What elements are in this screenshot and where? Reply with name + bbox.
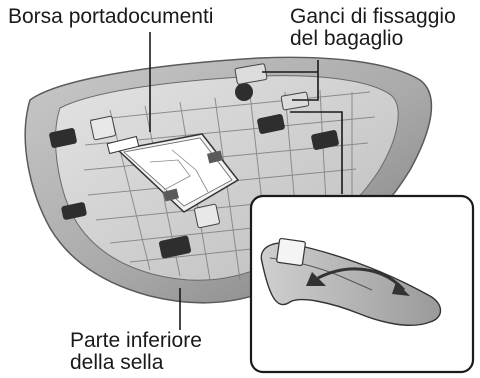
label-seat-underside-line2: della sella <box>70 351 164 374</box>
label-luggage-hooks-line1: Ganci di fissaggio <box>290 5 456 28</box>
document-pouch <box>106 133 240 213</box>
leader-lines <box>149 32 343 330</box>
label-seat-underside: Parte inferiore della sella <box>70 330 202 374</box>
label-luggage-hooks: Ganci di fissaggio del bagaglio <box>290 6 456 50</box>
label-document-pouch: Borsa portadocumenti <box>8 5 214 28</box>
label-luggage-hooks-line2: del bagaglio <box>290 27 404 50</box>
metal-brackets <box>90 115 220 229</box>
label-seat-underside-line1: Parte inferiore <box>70 329 202 352</box>
inset-closeup <box>249 194 475 374</box>
luggage-hook-shapes <box>234 63 310 111</box>
seat-fasteners <box>49 83 339 259</box>
